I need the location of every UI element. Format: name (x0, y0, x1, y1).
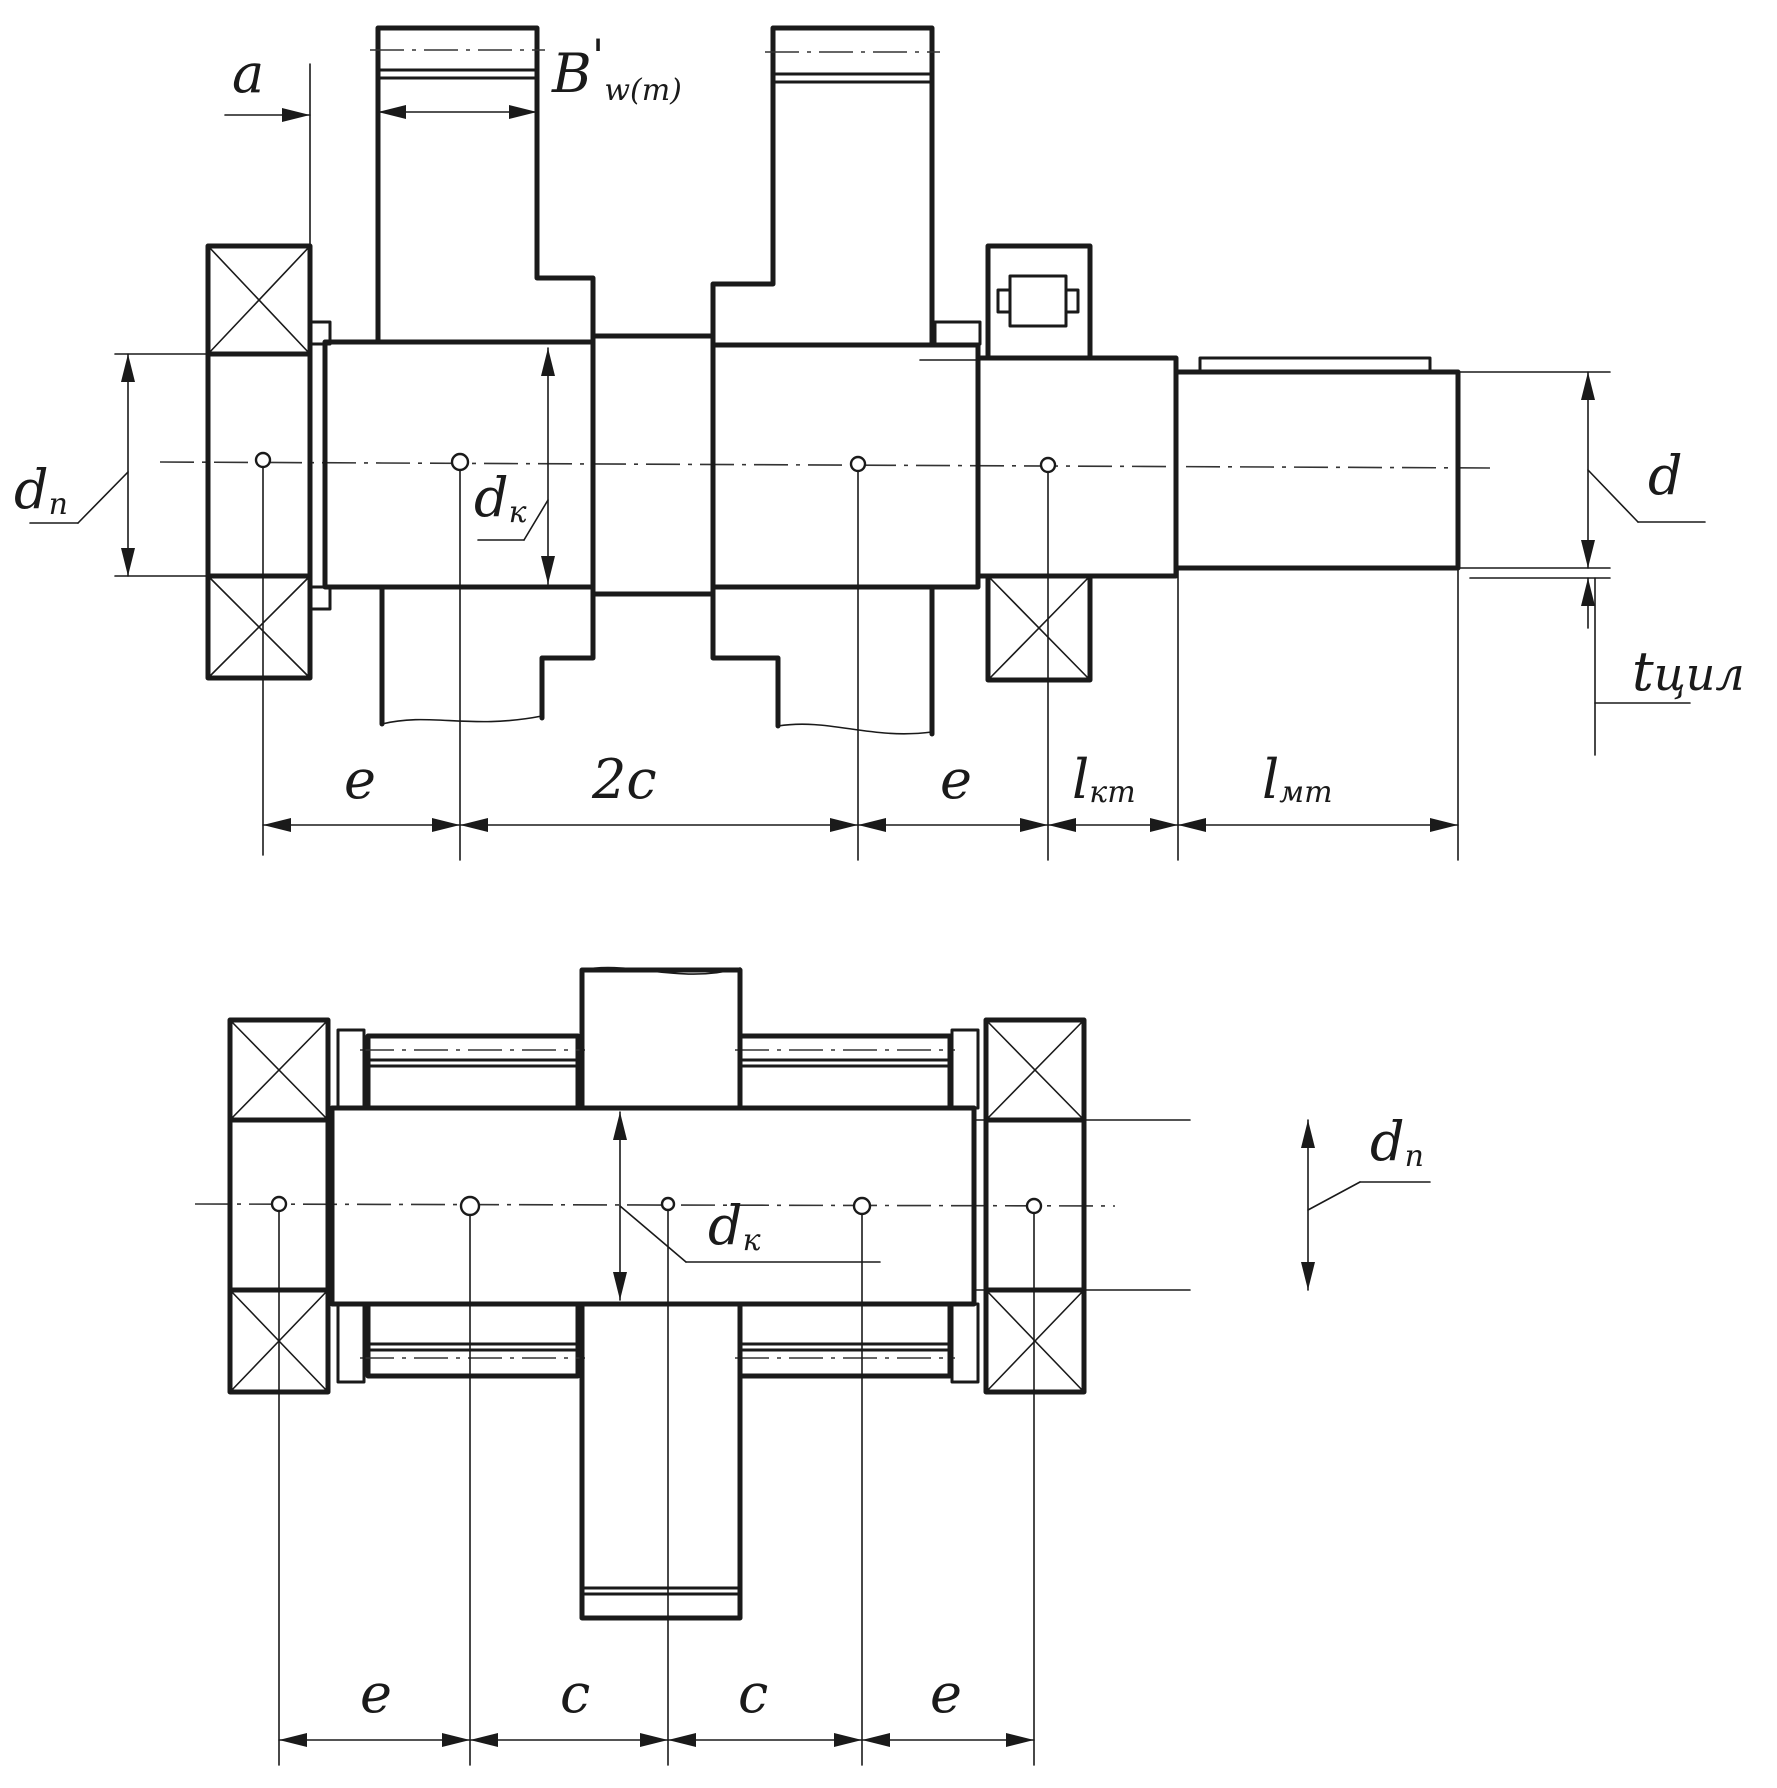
bottom-center-mark (270, 1195, 288, 1213)
top-label-d: d (1648, 444, 1683, 507)
top-label-l-kt: lкт (1072, 748, 1136, 811)
top-label-t-sub: цил (1654, 647, 1745, 701)
top-label-t-main: t (1632, 640, 1654, 703)
top-left-bearing (205, 243, 313, 681)
top-label-a: a (232, 42, 264, 105)
top-label-l-kt-sub: кт (1089, 775, 1135, 810)
top-output-key (1198, 356, 1432, 374)
bottom-gear-teeth-upper-left (365, 1033, 581, 1111)
bottom-view: dп dк e c c e (194, 966, 1431, 1766)
bottom-label-dk-sub: к (743, 1223, 761, 1258)
top-label-l-mt-main: l (1262, 748, 1279, 811)
bottom-central-gear-lower (579, 1301, 743, 1621)
bottom-center-mark (459, 1195, 481, 1217)
top-sleeve-left-upper (308, 320, 332, 346)
top-center-mark (254, 451, 272, 469)
top-shaft-output-end (1173, 369, 1461, 571)
top-gear-left-upper (375, 25, 596, 345)
top-label-t: tцил (1632, 640, 1745, 703)
top-right-bearing (985, 243, 1093, 683)
bottom-label-e-right: e (930, 1662, 962, 1725)
top-label-bw-main: B (551, 42, 592, 105)
bottom-center-mark (852, 1196, 872, 1216)
top-axis-centerline (159, 461, 1491, 469)
bottom-center-mark (660, 1196, 676, 1212)
top-label-dk: dк (474, 466, 527, 530)
top-label-bw-sub: w(т) (604, 73, 682, 108)
bottom-gear-teeth-upper-right (737, 1033, 953, 1111)
top-label-bw-prime: ' (592, 29, 605, 83)
bottom-label-c-left: c (560, 1662, 590, 1725)
top-label-2c: 2c (591, 748, 657, 811)
top-label-l-kt-main: l (1072, 748, 1089, 811)
bottom-central-gear-upper (579, 967, 743, 1111)
top-view: a B'w(т) dп dк d (14, 25, 1745, 861)
bottom-gear-teeth-lower-left (365, 1301, 581, 1379)
top-sleeve-right-upper (933, 320, 982, 346)
top-center-mark (849, 455, 867, 473)
bottom-label-c-right: c (738, 1662, 768, 1725)
top-label-dk-main: d (474, 466, 509, 529)
top-center-mark (1039, 456, 1057, 474)
top-sleeve-left-lower (308, 585, 332, 611)
top-label-l-mt-sub: мт (1279, 775, 1332, 810)
bottom-axis-centerline (194, 1203, 1116, 1207)
bottom-center-mark (1025, 1197, 1043, 1215)
bottom-shaft-body (329, 1105, 977, 1307)
top-label-dk-sub: к (509, 495, 527, 530)
top-label-e-right: e (940, 748, 972, 811)
top-label-bw: B'w(т) (551, 29, 682, 108)
bottom-label-dk-main: d (708, 1194, 743, 1257)
bottom-label-dp-sub: п (1405, 1139, 1424, 1174)
top-gear-left-lower (539, 584, 596, 721)
top-label-dp-main: d (14, 458, 49, 521)
bottom-label-e-left: e (360, 1662, 392, 1725)
top-gear-right-upper (710, 25, 935, 348)
bottom-label-dk: dк (708, 1194, 761, 1258)
top-label-e-left: e (344, 748, 376, 811)
top-label-dp: dп (14, 458, 68, 522)
bottom-label-dp-main: d (1370, 1110, 1405, 1173)
top-gear-right-lower (710, 584, 781, 729)
top-label-dp-sub: п (49, 487, 68, 522)
bottom-label-dp: dп (1370, 1110, 1424, 1174)
bottom-gear-teeth-lower-right (737, 1301, 953, 1379)
top-label-l-mt: lмт (1262, 748, 1333, 811)
top-center-mark (450, 452, 470, 472)
